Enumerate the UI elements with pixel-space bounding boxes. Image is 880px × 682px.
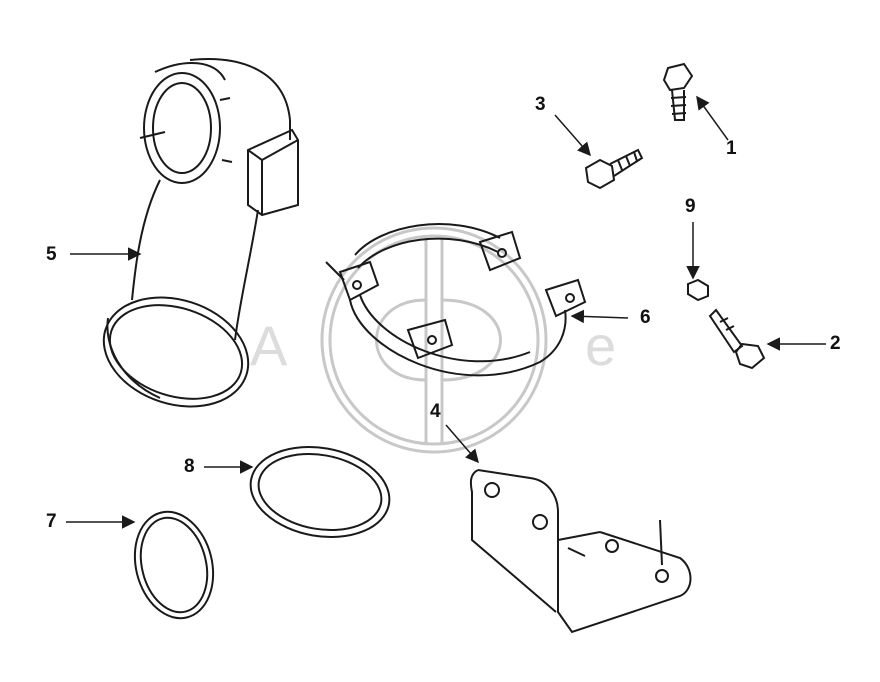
nut-part — [687, 278, 709, 302]
callout-5: 5 — [46, 244, 57, 265]
leader-4 — [445, 424, 479, 464]
callout-6: 6 — [640, 307, 651, 328]
bolt-1-part — [662, 62, 694, 121]
callout-9: 9 — [685, 196, 696, 217]
bolt-2-part — [708, 308, 766, 370]
callout-1: 1 — [726, 138, 737, 159]
svg-text:e: e — [585, 314, 616, 377]
large-gasket-part — [249, 445, 391, 539]
bolt-3-part — [584, 148, 644, 190]
callout-2: 2 — [830, 333, 841, 354]
callout-4: 4 — [430, 401, 441, 422]
leader-3 — [554, 114, 591, 157]
svg-text:A: A — [250, 314, 289, 377]
o-ring-part — [133, 510, 215, 620]
leader-6 — [570, 309, 629, 324]
callout-7: 7 — [46, 511, 57, 532]
leader-lines — [66, 95, 826, 529]
leader-1 — [696, 95, 729, 141]
callout-8: 8 — [184, 456, 195, 477]
clamp-part — [325, 223, 587, 377]
callout-3: 3 — [535, 94, 546, 115]
bracket-part — [469, 469, 692, 634]
elbow-pipe-part — [102, 58, 299, 408]
